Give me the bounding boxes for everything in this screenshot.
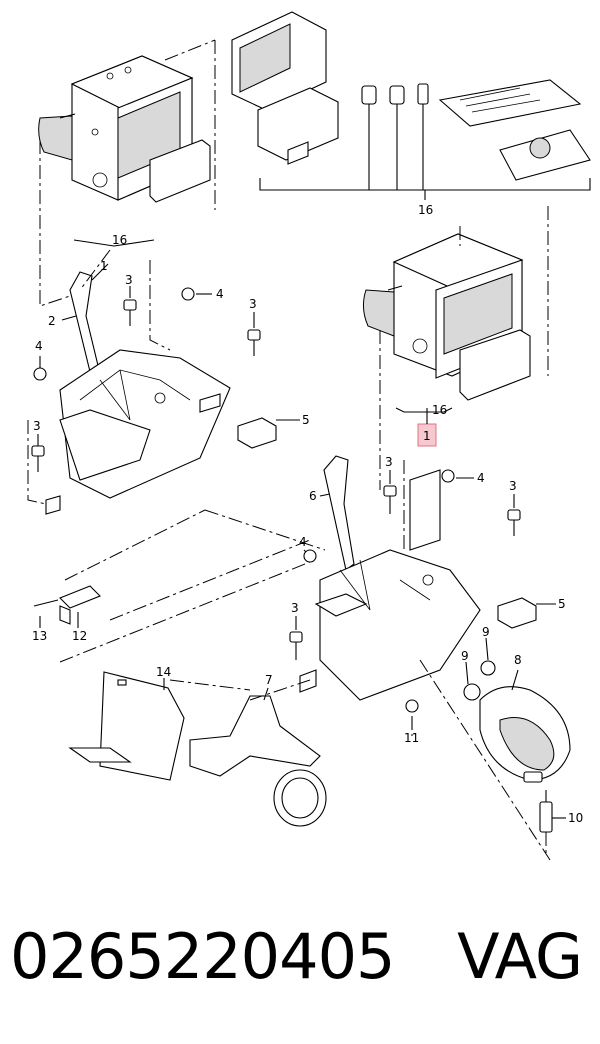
fitting-10 <box>539 790 553 833</box>
callout-3-b: 3 <box>249 297 257 311</box>
callout-13: 13 <box>32 629 47 643</box>
callout-3-f: 3 <box>291 601 299 615</box>
callout-1-highlighted: 1 <box>423 429 431 443</box>
callout-11: 11 <box>404 731 419 745</box>
caption: 0265220405 VAG <box>0 920 600 1010</box>
clamp-left <box>33 585 101 625</box>
bracket-7 <box>189 695 327 827</box>
brand-label: VAG <box>457 920 583 993</box>
callout-4-d: 4 <box>299 535 307 549</box>
callout-1-top: 1 <box>100 259 108 273</box>
callout-3-c: 3 <box>33 419 41 433</box>
bolts-top-set <box>361 83 429 190</box>
callout-9-b: 9 <box>461 649 469 663</box>
callout-14: 14 <box>156 665 171 679</box>
callout-4-a: 4 <box>216 287 224 301</box>
callout-4-b: 4 <box>35 339 43 353</box>
bracket-left <box>45 271 231 515</box>
plate-14 <box>68 671 185 781</box>
callout-8: 8 <box>514 653 522 667</box>
assembly-lines <box>27 39 551 861</box>
callout-3-d: 3 <box>385 455 393 469</box>
callout-2: 2 <box>48 314 56 328</box>
control-module-top <box>231 11 339 165</box>
exploded-parts-diagram: 16 16 1 3 4 2 3 4 5 3 16 1 3 4 3 6 4 13 … <box>27 11 591 861</box>
callout-16-mid: 16 <box>112 233 127 247</box>
callout-12: 12 <box>72 629 87 643</box>
leader-lines <box>37 239 566 819</box>
bolts-left <box>31 287 261 472</box>
abs-unit-right <box>362 233 531 401</box>
callout-3-a: 3 <box>125 273 133 287</box>
callout-6: 6 <box>309 489 317 503</box>
clip-left <box>237 417 300 449</box>
callout-16-top: 16 <box>418 203 433 217</box>
callout-4-c: 4 <box>477 471 485 485</box>
callout-3-e: 3 <box>509 479 517 493</box>
callouts: 16 16 1 3 4 2 3 4 5 3 16 1 3 4 3 6 4 13 … <box>32 203 583 825</box>
bolts-right <box>289 469 521 713</box>
callout-5-b: 5 <box>558 597 566 611</box>
documents <box>438 79 591 181</box>
sensor-8 <box>463 660 571 783</box>
callout-5-a: 5 <box>302 413 310 427</box>
callout-9-a: 9 <box>482 625 490 639</box>
callout-16-right: 16 <box>432 403 447 417</box>
callout-7: 7 <box>265 673 273 687</box>
callout-10: 10 <box>568 811 583 825</box>
part-number: 0265220405 <box>10 920 395 993</box>
bracket-right <box>299 455 481 701</box>
clip-right <box>497 597 556 629</box>
abs-unit-top-left <box>38 55 211 203</box>
